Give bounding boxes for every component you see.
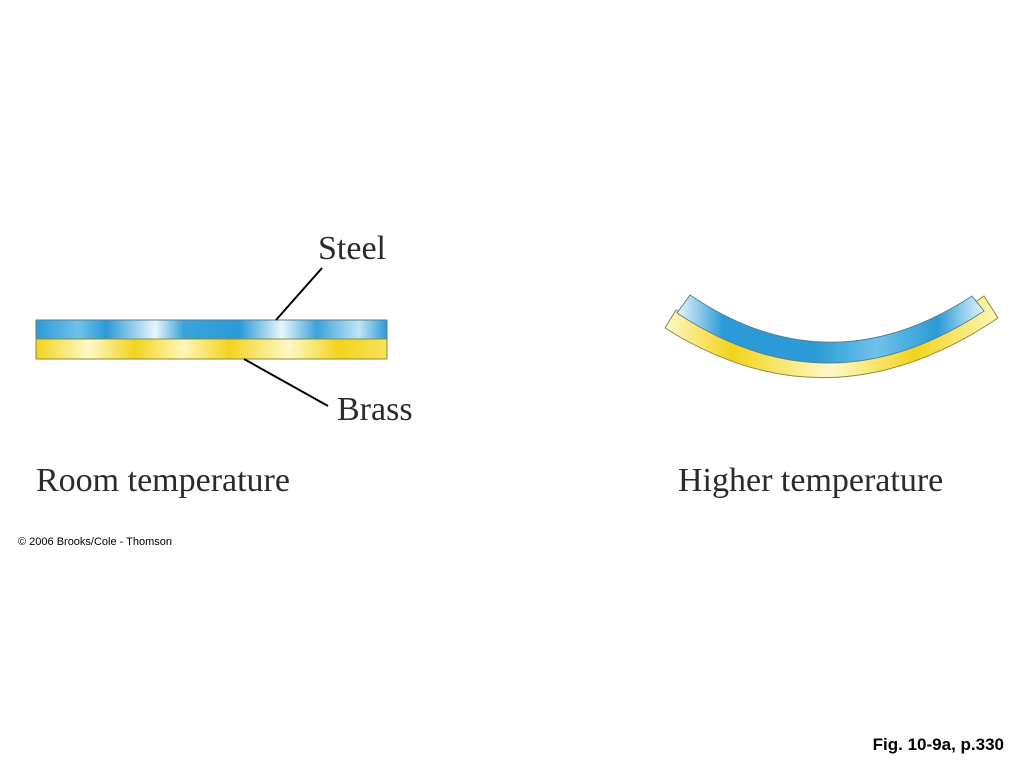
copyright-notice: © 2006 Brooks/Cole - Thomson (18, 536, 172, 548)
brass-layer (35, 338, 388, 360)
straight-strip (35, 319, 388, 360)
brass-layer-bent (664, 295, 999, 378)
steel-layer (35, 319, 388, 340)
bent-strip (664, 294, 999, 378)
room-temperature-caption: Room temperature (36, 462, 290, 499)
steel-layer-bent (676, 294, 985, 364)
steel-leader-line (275, 267, 323, 321)
figure-reference: Fig. 10-9a, p.330 (873, 735, 1004, 754)
higher-temperature-caption: Higher temperature (678, 462, 943, 499)
steel-label: Steel (318, 230, 386, 267)
brass-label: Brass (337, 391, 413, 428)
brass-leader-line (243, 358, 329, 407)
